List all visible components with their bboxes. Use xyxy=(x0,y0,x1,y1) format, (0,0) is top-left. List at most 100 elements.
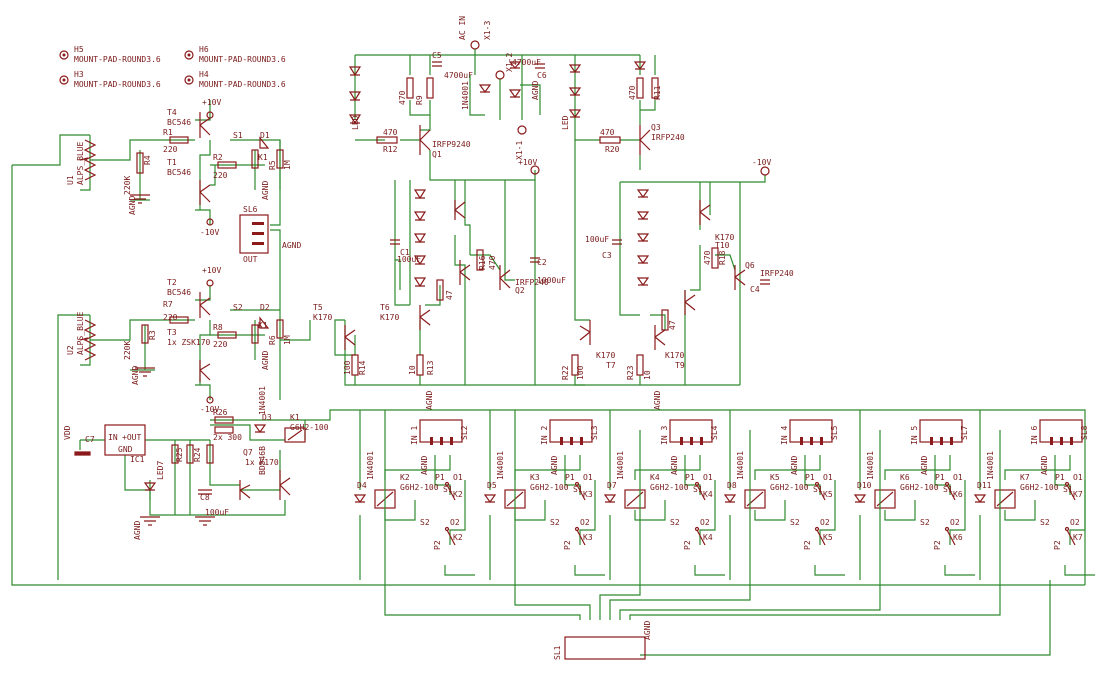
relay-label: K6 xyxy=(900,473,910,482)
p2-label: P2 xyxy=(803,540,812,550)
o1-label: O1 xyxy=(453,473,463,482)
c8-label: C8 xyxy=(200,493,210,502)
c5-label: C5 xyxy=(432,51,442,60)
p2-label: P2 xyxy=(933,540,942,550)
x1-3-label: X1-3 xyxy=(483,21,492,40)
agnd-label: AGND xyxy=(261,351,270,370)
r220k-label: 220K xyxy=(123,176,132,195)
v47-label: 47 xyxy=(445,290,454,300)
connector-label: SL3 xyxy=(590,425,599,440)
x1-1-label: X1-1 xyxy=(515,141,524,160)
in-label: IN xyxy=(108,433,118,442)
bc546-label: BC546 xyxy=(167,118,191,127)
contact-label: K6 xyxy=(953,490,963,499)
minus10-label: -10V xyxy=(752,158,771,167)
irfp240-label: IRFP240 xyxy=(515,278,549,287)
p1-label: P1 xyxy=(935,473,945,482)
led-stack-4 xyxy=(636,189,650,287)
s1-label: S1 xyxy=(813,485,823,494)
agnd-label: AGND xyxy=(550,456,559,475)
v10-label: 10 xyxy=(643,370,652,380)
g6h-label: G6H2-100 xyxy=(290,423,329,432)
diode-label: D5 xyxy=(487,481,497,490)
k170-label: K170 xyxy=(665,351,684,360)
input-label: IN 2 xyxy=(540,426,549,445)
mount-pad-label: MOUNT-PAD-ROUND3.6 xyxy=(199,55,286,64)
r3-label: R3 xyxy=(148,330,157,340)
v4700-label: 4700uF xyxy=(444,71,473,80)
relay-label: K3 xyxy=(530,473,540,482)
ac-in-label: AC IN xyxy=(458,16,467,40)
k170-label: K170 xyxy=(380,313,399,322)
r14-label: R14 xyxy=(358,360,367,375)
k1-label: K1 xyxy=(290,413,300,422)
connector-label: SL4 xyxy=(710,425,719,440)
led-stack-3 xyxy=(568,61,647,119)
r18-label: R18 xyxy=(718,250,727,265)
plus10-label: +10V xyxy=(518,158,537,167)
q2-label: Q2 xyxy=(515,286,525,295)
relay-part-label: G6H2-100 xyxy=(770,483,809,492)
s2-label: S2 xyxy=(790,518,800,527)
v47-label: 47 xyxy=(668,320,677,330)
connector-label: SL2 xyxy=(460,425,469,440)
c6-label: C6 xyxy=(537,71,547,80)
bd546-label: BD546B xyxy=(258,446,267,475)
r6-label: R6 xyxy=(268,335,277,345)
contact-label: K4 xyxy=(703,533,713,542)
ic1-label: IC1 xyxy=(130,455,145,464)
agnd-label: AGND xyxy=(133,521,142,540)
s1-label: S1 xyxy=(573,485,583,494)
p1-label: P1 xyxy=(1055,473,1065,482)
mount-pads: H5 MOUNT-PAD-ROUND3.6 H3 MOUNT-PAD-ROUND… xyxy=(59,45,286,89)
relay-label: K2 xyxy=(400,473,410,482)
power-amp-left: LED 470 R12 IRFP9240 Q1 470 R9 4700uF C5… xyxy=(334,51,640,410)
alps-label: ALPS_BLUE xyxy=(76,311,85,355)
n4001-label: 1N4001 xyxy=(736,451,745,480)
v1m-label: 1M xyxy=(283,335,292,345)
t9-label: T9 xyxy=(675,361,685,370)
r25-label: R25 xyxy=(175,447,184,462)
c2-label: C2 xyxy=(537,258,547,267)
r20-label: R20 xyxy=(605,145,620,154)
bc546-label: BC546 xyxy=(167,288,191,297)
c1-label: C1 xyxy=(400,248,410,257)
contact-label: K2 xyxy=(453,533,463,542)
n4001-label: 1N4001 xyxy=(866,451,875,480)
relay-label: K5 xyxy=(770,473,780,482)
c3-label: C3 xyxy=(602,251,612,260)
o1-label: O1 xyxy=(823,473,833,482)
s2-label: S2 xyxy=(420,518,430,527)
o2-label: O2 xyxy=(950,518,960,527)
r16-label: R16 xyxy=(478,255,487,270)
o2-label: O2 xyxy=(580,518,590,527)
relay-driver: VDD C7 IN +OUT GND IC1 R25 R24 LED7 R26 … xyxy=(63,386,1086,585)
v100uf-label: 100uF xyxy=(205,508,229,517)
r7-label: R7 xyxy=(163,300,173,309)
contact-label: K7 xyxy=(1073,490,1083,499)
diode-label: D8 xyxy=(727,481,737,490)
o2-label: O2 xyxy=(820,518,830,527)
d2-label: D2 xyxy=(260,303,270,312)
o1-label: O1 xyxy=(703,473,713,482)
v470-label: 470 xyxy=(383,128,398,137)
t4-label: T4 xyxy=(167,108,177,117)
s1-label: S1 xyxy=(233,131,243,140)
r4-label: R4 xyxy=(143,155,152,165)
r9-label: R9 xyxy=(415,95,424,105)
v470-label: 470 xyxy=(703,250,712,265)
u2-label: U2 xyxy=(66,345,75,355)
input-label: IN 6 xyxy=(1030,426,1039,445)
relay-part-label: G6H2-100 xyxy=(1020,483,1059,492)
n4001-label: 1N4001 xyxy=(366,451,375,480)
p2-label: P2 xyxy=(683,540,692,550)
plusout-label: +OUT xyxy=(122,433,141,442)
v1000-label: 1000uF xyxy=(537,276,566,285)
agnd-label: AGND xyxy=(1040,456,1049,475)
x1-2-label: X1-2 xyxy=(505,53,514,72)
h5-label: H5 xyxy=(74,45,84,54)
